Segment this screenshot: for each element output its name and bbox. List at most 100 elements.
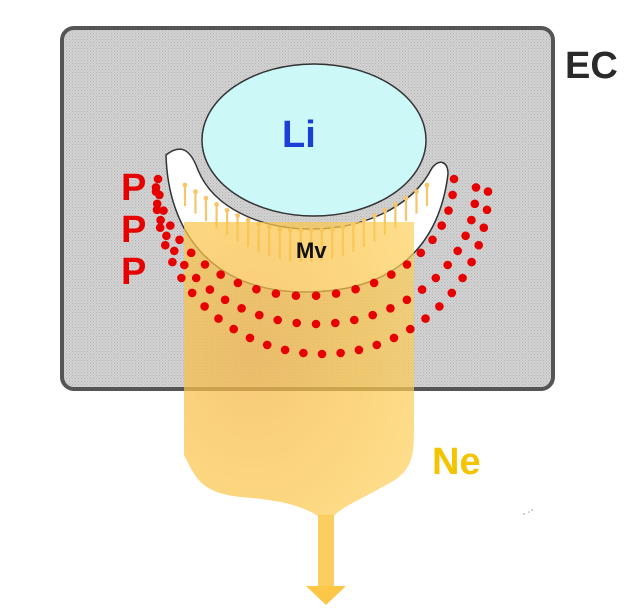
arc-dot — [387, 270, 396, 279]
arc-dot — [461, 231, 470, 241]
nerve-stem — [318, 515, 334, 588]
arc-dot — [280, 345, 290, 355]
arc-dot — [177, 273, 186, 283]
arc-dot — [470, 199, 480, 209]
arc-dot — [435, 302, 444, 311]
arc-dot — [368, 310, 378, 320]
microvillus-tip — [182, 182, 188, 188]
arc-dot — [483, 187, 493, 196]
arc-dot — [336, 348, 345, 358]
arc-dot — [229, 324, 238, 334]
arc-dot — [369, 278, 379, 288]
arc-dot — [467, 215, 476, 225]
arc-dot — [273, 315, 283, 325]
arc-dot — [200, 302, 209, 311]
nerve-arrowhead — [306, 586, 346, 605]
arc-dot — [155, 223, 165, 232]
nerve-fiber — [184, 222, 414, 516]
arc-dot — [151, 187, 161, 196]
arc-dot — [252, 284, 261, 294]
microvillus-tip — [372, 213, 377, 219]
arc-dot — [449, 174, 459, 184]
arc-dot — [474, 240, 484, 250]
microvillus-tip — [224, 207, 230, 213]
arc-dot — [168, 257, 177, 267]
arc-dot — [421, 314, 430, 323]
arc-dot — [191, 273, 201, 283]
arc-dot — [416, 248, 426, 258]
microvilli-label: Mv — [296, 238, 327, 263]
microvillus-tip — [193, 189, 198, 195]
p-label-3: P — [121, 251, 146, 293]
microvillus-tip — [214, 202, 220, 207]
microvillus-tip — [382, 207, 388, 213]
arc-dot — [262, 340, 272, 350]
arc-dot — [170, 246, 179, 256]
arc-dot — [447, 288, 457, 298]
arc-dot — [482, 205, 492, 215]
arc-dot — [431, 273, 441, 283]
arc-dot — [152, 205, 162, 215]
arc-dot — [467, 257, 476, 267]
microvillus-tip — [203, 195, 209, 201]
arc-dot — [233, 278, 243, 288]
arc-dot — [354, 345, 364, 355]
arc-dot — [351, 284, 360, 294]
specks — [523, 509, 533, 515]
microvillus-tip — [235, 213, 241, 219]
arc-dot — [448, 190, 457, 200]
cell-label: EC — [565, 45, 618, 87]
arc-dot — [220, 295, 230, 305]
arc-dot — [216, 270, 225, 279]
arc-dot — [402, 260, 412, 269]
arc-dot — [166, 221, 175, 230]
arc-dot — [453, 246, 463, 256]
arc-dot — [254, 310, 264, 320]
microvillus-tip — [393, 202, 398, 207]
arc-dot — [331, 318, 340, 328]
arc-dot — [311, 291, 321, 301]
microvillus-tip — [403, 195, 409, 201]
arc-dot — [180, 260, 189, 270]
arc-dot — [175, 235, 184, 245]
p-label-2: P — [121, 209, 146, 251]
arc-dot — [417, 285, 427, 294]
arc-dot — [402, 295, 412, 305]
arc-dot — [437, 221, 447, 230]
arc-dot — [187, 288, 197, 298]
arc-dot — [200, 260, 210, 269]
arc-dot — [311, 319, 321, 329]
arc-dot — [205, 285, 215, 294]
p-label-1: P — [121, 167, 146, 209]
arc-dot — [331, 289, 341, 298]
arc-dot — [162, 231, 171, 241]
arc-dot — [444, 206, 453, 215]
arc-dot — [271, 289, 281, 298]
arc-dot — [152, 199, 162, 209]
arc-dot — [153, 174, 163, 184]
microvillus-tip — [414, 189, 419, 195]
arc-dot — [443, 260, 453, 270]
microvillus-tip — [245, 217, 251, 223]
lumen-ellipse — [201, 63, 427, 217]
arc-dot — [428, 235, 437, 245]
arc-dot — [299, 348, 308, 358]
lumen-label: Li — [282, 114, 316, 156]
arc-dot — [237, 304, 246, 313]
arc-dot — [386, 304, 395, 313]
arc-dot — [245, 333, 255, 343]
arc-dot — [372, 340, 382, 350]
arc-dot — [291, 291, 301, 301]
arc-dot — [350, 315, 359, 325]
arc-dot — [317, 349, 327, 359]
microvillus-tip — [361, 217, 367, 223]
arc-dot — [479, 223, 489, 232]
microvillus-tip — [424, 182, 430, 188]
arc-dot — [186, 248, 196, 258]
arc-dot — [161, 240, 170, 250]
arc-dot — [156, 215, 165, 225]
arc-dot — [159, 206, 168, 215]
arc-dot — [292, 318, 302, 328]
arc-dot — [406, 324, 415, 334]
